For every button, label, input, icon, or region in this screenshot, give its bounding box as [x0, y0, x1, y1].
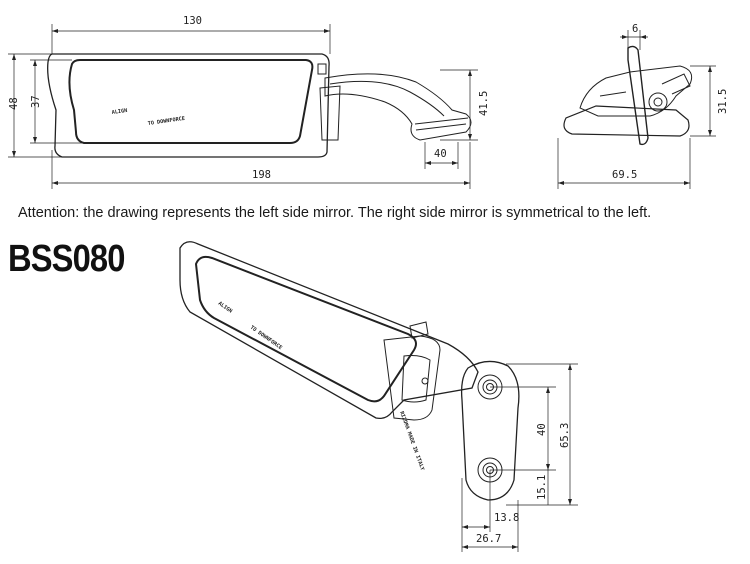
dim-overall-length: 198 [252, 169, 271, 181]
engraving-to-downforce-main: TO DOWNFORCE [249, 325, 283, 351]
dim-glass-height: 37 [30, 95, 42, 108]
arrowheads [12, 29, 712, 549]
dim-top-width: 130 [183, 15, 202, 27]
main-dimension-lines [461, 363, 578, 552]
dim-hole-offset-v: 15.1 [536, 475, 548, 500]
dim-total-height: 48 [8, 97, 20, 110]
dim-side-depth: 69.5 [612, 169, 637, 181]
side-view [563, 45, 693, 146]
dim-mount-height: 65.3 [559, 423, 571, 448]
dim-mount-width: 26.7 [476, 533, 501, 545]
engraving-align-main: ALIGN [217, 301, 233, 315]
engraving-to-downforce: TO DOWNFORCE [147, 116, 185, 127]
dim-foot-width: 40 [434, 148, 447, 160]
front-dimension-lines [8, 24, 478, 189]
side-dimension-lines [557, 30, 716, 189]
model-code: BSS080 [8, 238, 125, 280]
dim-side-thickness: 6 [632, 23, 638, 35]
dim-arm-height: 41.5 [478, 91, 490, 116]
attention-note: Attention: the drawing represents the le… [18, 205, 652, 221]
engraving-align: ALIGN [111, 108, 127, 116]
main-view [179, 241, 520, 501]
dim-side-height: 31.5 [717, 89, 729, 114]
dim-hole-offset-h: 13.8 [494, 512, 519, 524]
front-view [47, 53, 472, 158]
dim-hole-spacing: 40 [536, 423, 548, 436]
